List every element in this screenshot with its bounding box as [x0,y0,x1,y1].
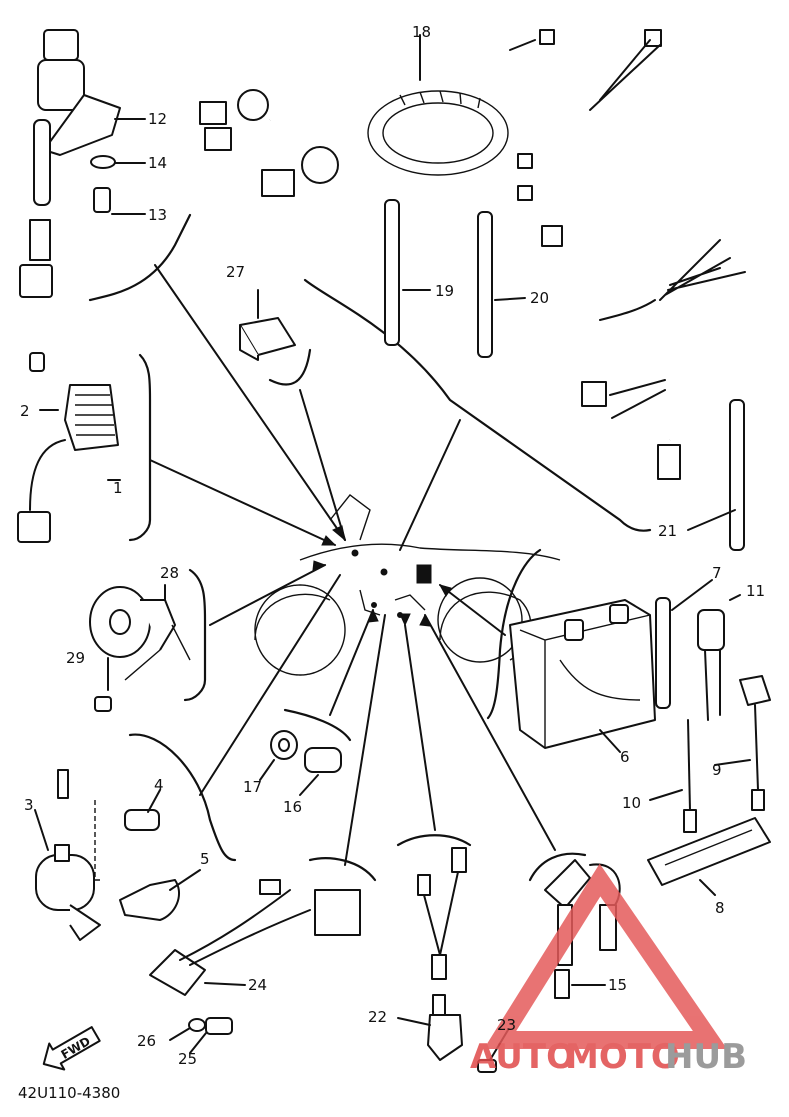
callout-15: 15 [608,976,627,994]
battery-breather-pipe-part [655,579,713,709]
battery-band-part [647,817,771,896]
callout-20: 20 [530,289,549,307]
callout-27: 27 [226,263,245,281]
diagram-code: 42U110-4380 [18,1084,120,1102]
group-brackets [88,213,652,882]
flasher-relay-part [239,289,296,361]
callout-12: 12 [148,110,167,128]
callout-1: 1 [113,479,123,497]
callout-23: 23 [497,1016,516,1034]
rectifier-regulator-part [17,352,121,543]
watermark-text-hub: HUB [665,1037,747,1077]
callout-3: 3 [24,796,34,814]
callout-4: 4 [154,776,164,794]
callout-9: 9 [712,761,722,779]
watermark: AUTO MOTO HUB [470,863,747,1077]
callout-5: 5 [200,850,210,868]
forward-arrow: FWD [42,1026,101,1071]
callout-18: 18 [412,23,431,41]
main-switch-part [19,29,146,298]
horn-part [89,584,191,712]
callout-labels: 1 2 3 4 5 6 7 8 9 10 11 12 13 14 15 16 1… [20,23,765,1068]
callout-13: 13 [148,206,167,224]
callout-21: 21 [658,522,677,540]
watermark-text-moto: MOTO [565,1037,680,1077]
callout-24: 24 [248,976,267,994]
callout-29: 29 [66,649,85,667]
callout-16: 16 [283,798,302,816]
ignition-coil-part [34,769,201,941]
callout-11: 11 [746,582,765,600]
callout-10: 10 [622,794,641,812]
watermark-text-auto: AUTO [470,1037,575,1077]
cdi-unit-part [149,879,361,1054]
wire-harness-part [199,29,746,480]
callout-6: 6 [620,748,630,766]
callout-8: 8 [715,899,725,917]
callout-28: 28 [160,564,179,582]
callout-17: 17 [243,778,262,796]
battery-lead-parts [649,594,771,833]
callout-14: 14 [148,154,167,172]
callout-22: 22 [368,1008,387,1026]
battery-part [509,599,656,753]
callout-25: 25 [178,1050,197,1068]
sensor-part [397,847,509,1073]
callout-7: 7 [712,564,722,582]
leader-lines [149,264,556,866]
callout-2: 2 [20,402,30,420]
cable-tie-parts [384,199,745,551]
callout-19: 19 [435,282,454,300]
callout-26: 26 [137,1032,156,1050]
neutral-switch-part [259,730,342,796]
watermark-triangle [483,863,728,1049]
